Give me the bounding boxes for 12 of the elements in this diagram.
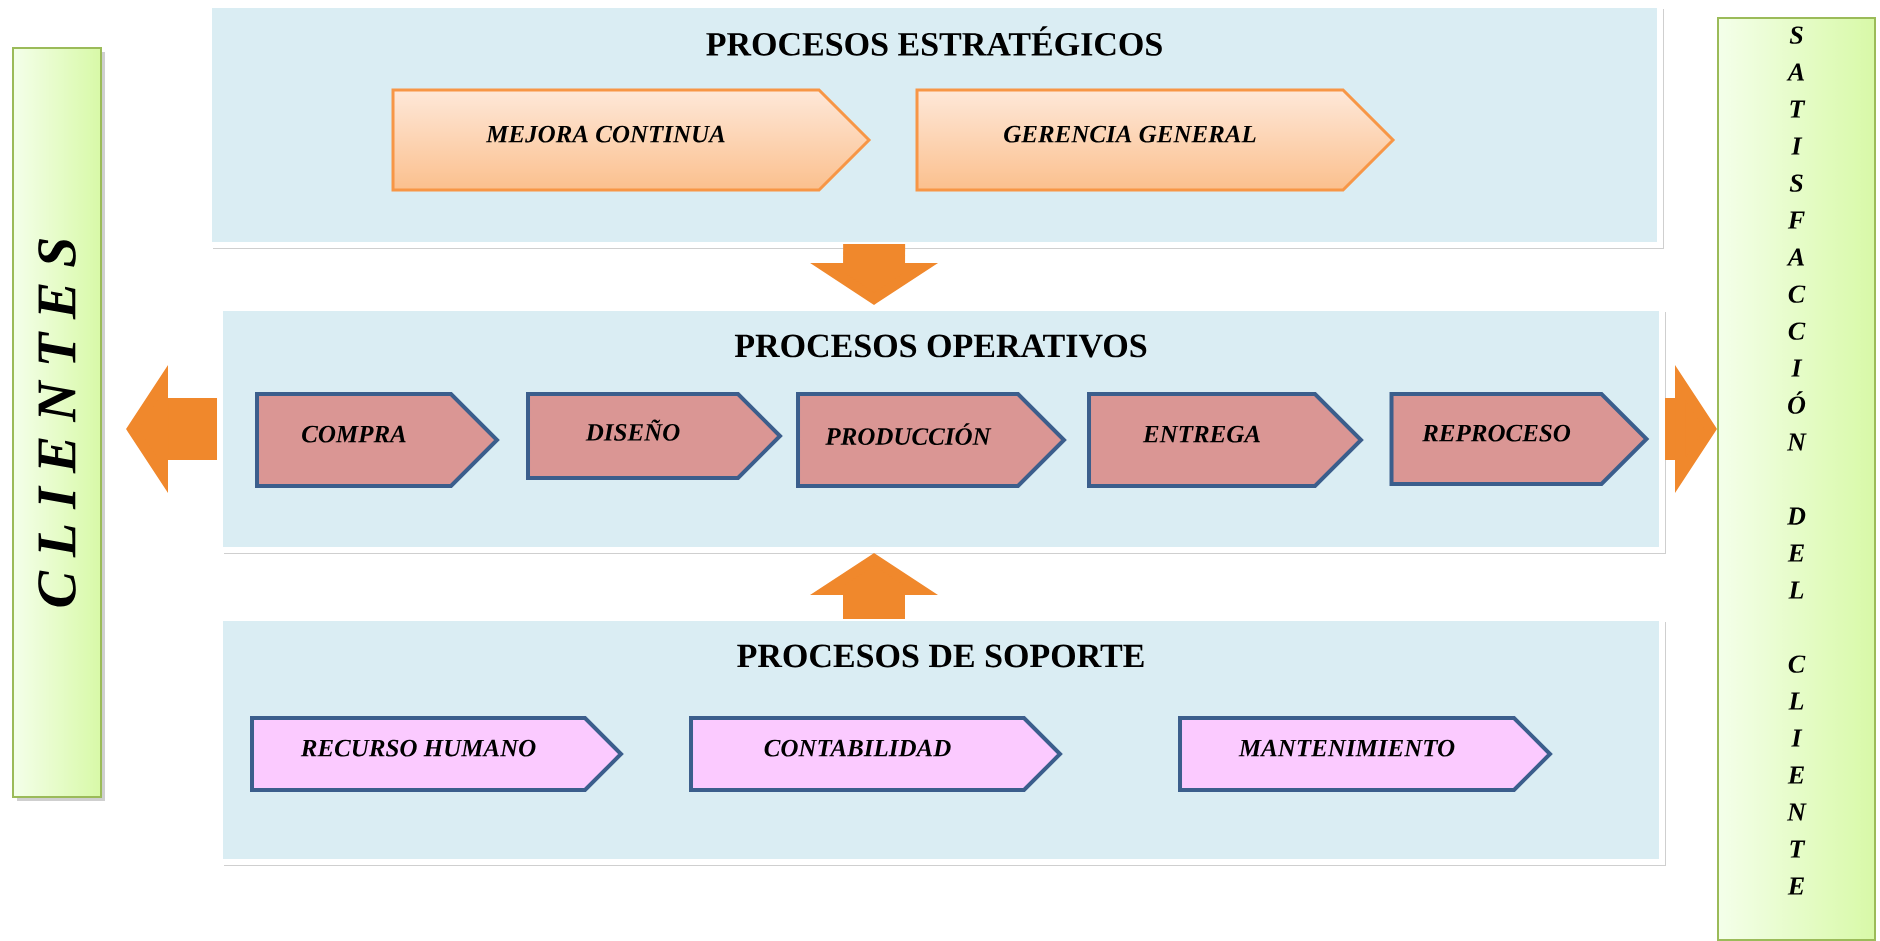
process-step-box: RECURSO HUMANO: [250, 716, 624, 792]
process-step-box: REPROCESO: [1389, 392, 1650, 486]
process-step-box: PRODUCCIÓN: [796, 392, 1067, 488]
process-step-box: MEJORA CONTINUA: [391, 88, 872, 192]
process-step-box: MANTENIMIENTO: [1178, 716, 1553, 792]
vertical-banner: SATISFACCIÓN DEL CLIENTE: [1717, 17, 1876, 941]
process-step-box: DISEÑO: [526, 392, 783, 480]
process-step-box: COMPRA: [255, 392, 500, 488]
process-step-box: ENTREGA: [1087, 392, 1364, 488]
vertical-banner: C L I E N T E S: [12, 47, 105, 801]
process-step-box: GERENCIA GENERAL: [915, 88, 1396, 192]
process-step-box: CONTABILIDAD: [689, 716, 1063, 792]
